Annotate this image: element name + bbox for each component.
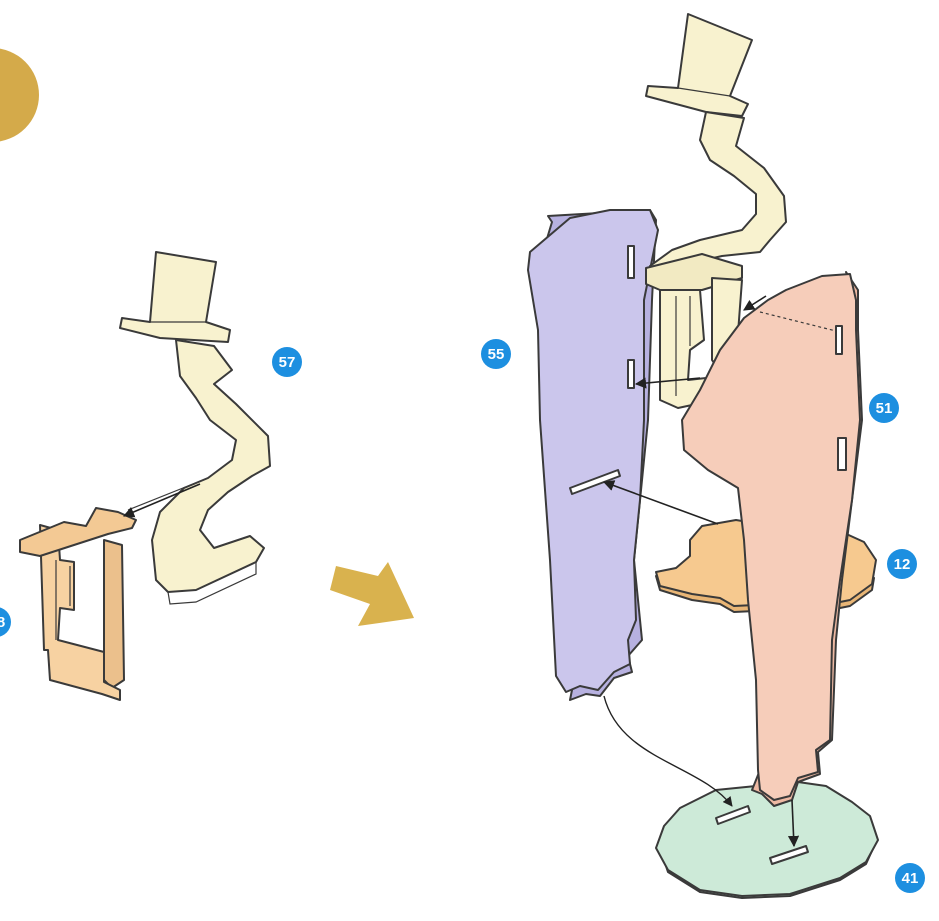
part-label-55: 55 (488, 346, 505, 363)
part-badge-55: 55 (481, 339, 511, 369)
part-label-57: 57 (279, 354, 296, 371)
part-badge-41: 41 (895, 863, 925, 893)
part-label-51: 51 (876, 400, 893, 417)
part-label-8: 8 (0, 614, 5, 631)
part-label-41: 41 (902, 870, 919, 887)
part-badge-57: 57 (272, 347, 302, 377)
part-57-figure (120, 252, 270, 604)
step-marker (0, 48, 39, 142)
part-57-hat (120, 252, 230, 342)
part-8-bracket (20, 508, 136, 700)
part-55-silhouette (528, 210, 658, 700)
step-arrow-icon (330, 562, 414, 626)
part-badge-8: 8 (0, 607, 11, 637)
part-badge-51: 51 (869, 393, 899, 423)
part-badge-12: 12 (887, 549, 917, 579)
part-57-body (152, 340, 270, 592)
part-label-12: 12 (894, 556, 911, 573)
